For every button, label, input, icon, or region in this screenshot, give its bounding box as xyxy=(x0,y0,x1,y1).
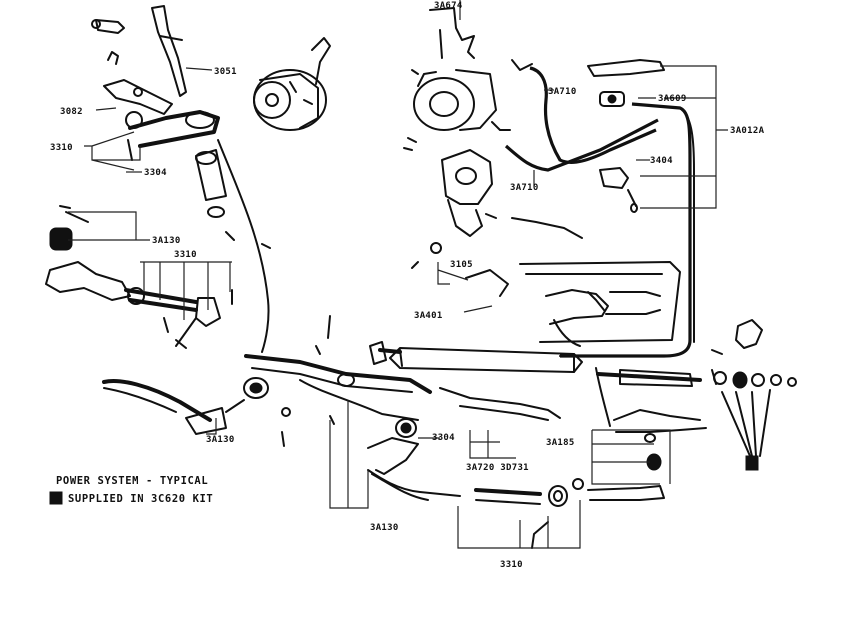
legend-swatch xyxy=(49,491,63,505)
label-3a609: 3A609 xyxy=(658,94,687,104)
left-tie-rod-assembly xyxy=(45,205,233,349)
caption-title: POWER SYSTEM - TYPICAL xyxy=(56,475,208,487)
power-steering-pump-center xyxy=(403,7,511,151)
return-line xyxy=(560,102,695,358)
label-3a130-bottom: 3A130 xyxy=(370,523,399,533)
label-3404: 3404 xyxy=(650,156,673,166)
lower-center-linkage xyxy=(329,415,461,501)
part-number-labels: 3A674 3051 3082 3310 3304 3A130 3310 3A1… xyxy=(50,1,765,570)
right-tie-rod-assembly xyxy=(474,433,665,549)
control-valve xyxy=(439,261,681,421)
label-3310: 3310 xyxy=(50,143,73,153)
label-3a710-a: 3A710 xyxy=(548,87,577,97)
callout-leaders xyxy=(68,0,728,549)
label-3051: 3051 xyxy=(214,67,237,77)
pressure-hoses xyxy=(504,59,659,172)
legend-text: SUPPLIED IN 3C620 KIT xyxy=(68,493,213,505)
diagram-caption: POWER SYSTEM - TYPICAL SUPPLIED IN 3C620… xyxy=(49,475,213,505)
label-3a185: 3A185 xyxy=(546,438,575,448)
label-3310-bottom: 3310 xyxy=(500,560,523,570)
label-3a401: 3A401 xyxy=(414,311,443,321)
label-3304-upper: 3304 xyxy=(144,168,167,178)
pump-bracket xyxy=(411,149,583,269)
center-link xyxy=(244,315,432,447)
label-3a012a: 3A012A xyxy=(730,126,765,136)
left-lower-tie-rod xyxy=(102,377,269,435)
top-right-fittings xyxy=(587,59,665,213)
label-3105: 3105 xyxy=(450,260,473,270)
cylinder-rod-and-fittings xyxy=(595,319,797,471)
label-3082: 3082 xyxy=(60,107,83,117)
label-pump-top: 3A674 xyxy=(434,1,463,11)
power-steering-pump-left xyxy=(253,37,331,131)
label-3a710-b: 3A710 xyxy=(510,183,539,193)
label-3a130-left: 3A130 xyxy=(152,236,181,246)
power-cylinder xyxy=(369,341,583,373)
label-3304-lower: 3304 xyxy=(432,433,455,443)
label-3310-mid: 3310 xyxy=(174,250,197,260)
label-3a720-3d731: 3A720 3D731 xyxy=(466,463,529,473)
label-3a130-bottom-left: 3A130 xyxy=(206,435,235,445)
pitman-arm-assembly xyxy=(91,5,271,353)
